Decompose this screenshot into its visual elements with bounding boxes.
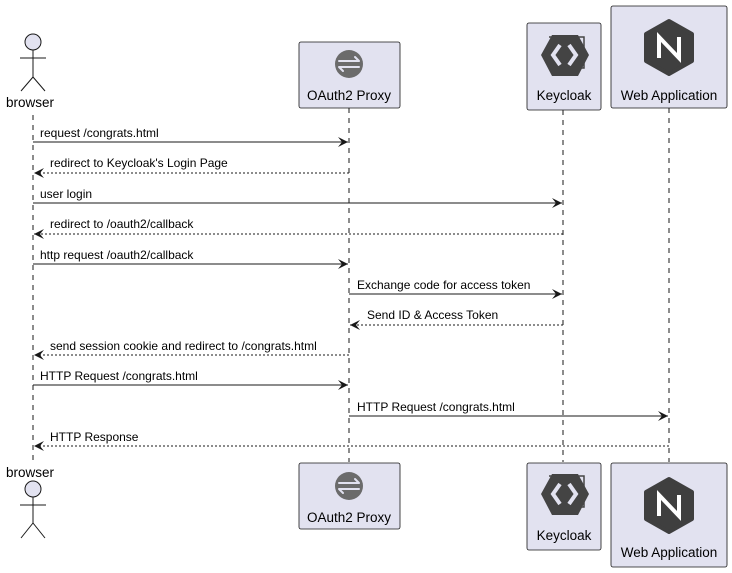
message-label: Send ID & Access Token xyxy=(367,308,498,322)
participant-label: Web Application xyxy=(621,88,718,103)
participant-webapp-bottom: Web Application xyxy=(610,462,728,568)
message: HTTP Request /congrats.html xyxy=(33,369,348,390)
message-label: user login xyxy=(40,187,92,201)
message-label: redirect to /oauth2/callback xyxy=(50,217,194,231)
message: HTTP Request /congrats.html xyxy=(349,400,668,421)
oauth2-proxy-icon xyxy=(335,472,363,500)
participant-browser-top: browser xyxy=(6,33,55,110)
participant-label: OAuth2 Proxy xyxy=(307,510,391,525)
participant-label: Keycloak xyxy=(537,528,592,543)
participant-label: Web Application xyxy=(621,545,718,560)
nginx-icon xyxy=(644,19,694,76)
message: redirect to /oauth2/callback xyxy=(34,217,563,239)
participant-label: browser xyxy=(6,465,55,480)
participant-proxy-bottom: OAuth2 Proxy xyxy=(298,462,401,530)
participant-label: browser xyxy=(6,95,55,110)
message-label: send session cookie and redirect to /con… xyxy=(50,339,317,353)
actor-icon xyxy=(20,480,46,539)
message: send session cookie and redirect to /con… xyxy=(34,339,349,360)
message: redirect to Keycloak's Login Page xyxy=(34,156,349,178)
participants-top: browser OAuth2 Proxy Keycloak xyxy=(6,5,728,111)
participant-proxy-top: OAuth2 Proxy xyxy=(298,41,401,109)
participant-keycloak-top: Keycloak xyxy=(526,22,602,111)
message-label: http request /oauth2/callback xyxy=(40,248,194,262)
message-label: HTTP Request /congrats.html xyxy=(357,400,515,414)
actor-icon xyxy=(20,33,46,92)
message: http request /oauth2/callback xyxy=(33,248,348,269)
participant-keycloak-bottom: Keycloak xyxy=(526,462,602,551)
participant-label: OAuth2 Proxy xyxy=(307,88,391,103)
message-label: Exchange code for access token xyxy=(357,278,530,292)
nginx-icon xyxy=(644,477,694,534)
participant-label: Keycloak xyxy=(537,88,592,103)
message: Send ID & Access Token xyxy=(350,308,563,330)
message-label: HTTP Response xyxy=(50,430,139,444)
keycloak-icon xyxy=(541,474,589,515)
participant-webapp-top: Web Application xyxy=(610,5,728,109)
message-label: request /congrats.html xyxy=(40,126,159,140)
message: user login xyxy=(33,187,562,208)
participants-bottom: browser OAuth2 Proxy xyxy=(6,462,728,568)
message: Exchange code for access token xyxy=(349,278,562,299)
keycloak-icon xyxy=(541,35,589,76)
message: HTTP Response xyxy=(34,430,669,451)
lifelines xyxy=(32,108,670,462)
messages: request /congrats.html redirect to Keycl… xyxy=(33,126,669,451)
participant-browser-bottom: browser xyxy=(6,465,55,539)
oauth2-proxy-icon xyxy=(335,50,363,78)
message-label: redirect to Keycloak's Login Page xyxy=(50,156,228,170)
message: request /congrats.html xyxy=(33,126,348,147)
message-label: HTTP Request /congrats.html xyxy=(40,369,198,383)
